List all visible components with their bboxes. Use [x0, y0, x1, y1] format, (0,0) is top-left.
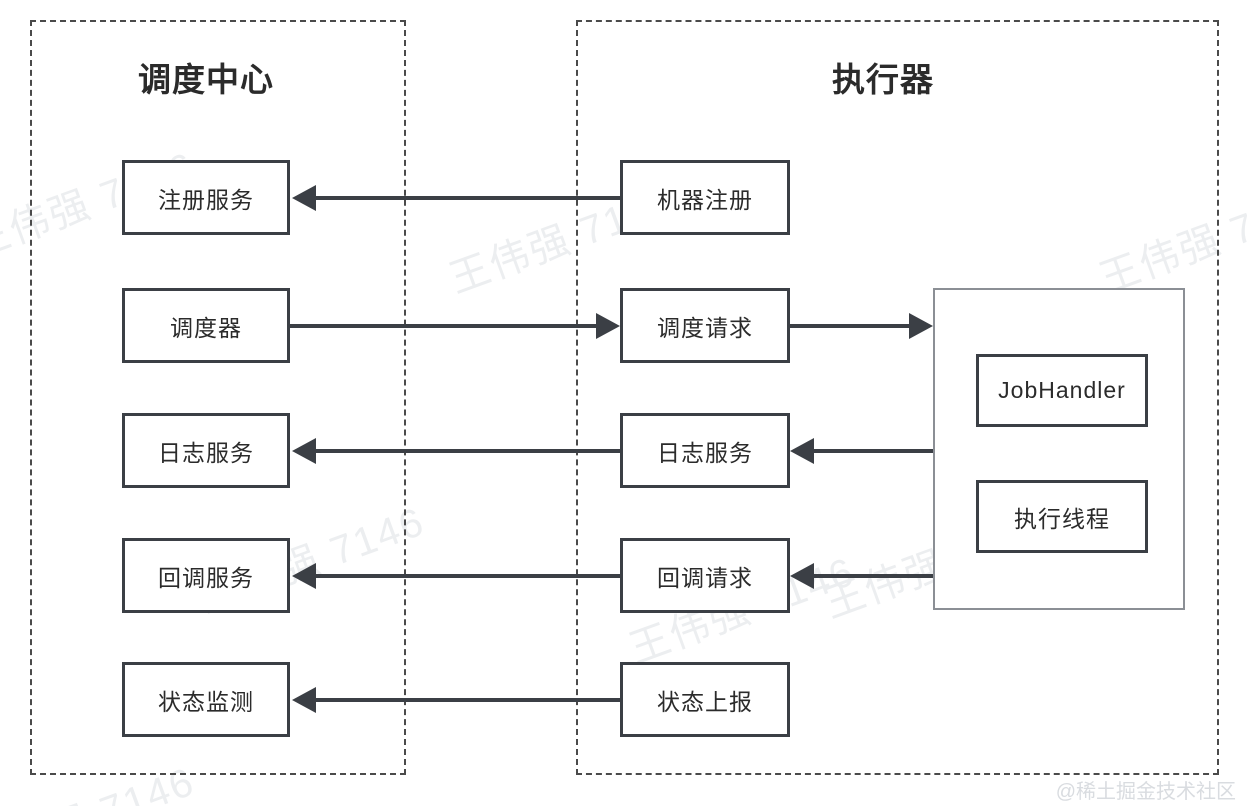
- node-register-service[interactable]: 注册服务: [122, 160, 290, 235]
- watermark-corner-label: @稀土掘金技术社区: [1055, 781, 1236, 803]
- arrowhead-log-service: [292, 438, 316, 464]
- node-job-handler[interactable]: JobHandler: [976, 354, 1148, 427]
- edge-runtime-to-callback-request: [812, 574, 935, 578]
- node-log-service-label: 日志服务: [158, 439, 254, 466]
- node-schedule-request-label: 调度请求: [657, 314, 753, 341]
- node-log-service-exec[interactable]: 日志服务: [620, 413, 790, 488]
- node-callback-service-label: 回调服务: [158, 564, 254, 591]
- node-callback-request[interactable]: 回调请求: [620, 538, 790, 613]
- node-schedule-request[interactable]: 调度请求: [620, 288, 790, 363]
- node-execution-thread-label: 执行线程: [1014, 505, 1110, 532]
- edge-runtime-to-log-service-exec: [812, 449, 935, 453]
- node-log-service[interactable]: 日志服务: [122, 413, 290, 488]
- node-scheduler-label: 调度器: [170, 314, 242, 341]
- node-callback-request-label: 回调请求: [657, 564, 753, 591]
- edge-callback-request-to-callback-service: [314, 574, 620, 578]
- arrowhead-status-monitor: [292, 687, 316, 713]
- executor-zone: [576, 20, 1219, 775]
- arrowhead-log-service-exec: [790, 438, 814, 464]
- arrowhead-register-service: [292, 185, 316, 211]
- arrowhead-callback-request: [790, 563, 814, 589]
- node-machine-register[interactable]: 机器注册: [620, 160, 790, 235]
- node-machine-register-label: 机器注册: [657, 186, 753, 213]
- scheduler-zone-title: 调度中心: [138, 61, 274, 98]
- edge-log-service-exec-to-log-service: [314, 449, 620, 453]
- edge-scheduler-to-schedule-request: [290, 324, 596, 328]
- executor-runtime-container: JobHandler 执行线程: [933, 288, 1185, 610]
- node-execution-thread[interactable]: 执行线程: [976, 480, 1148, 553]
- node-status-monitor[interactable]: 状态监测: [122, 662, 290, 737]
- edge-machine-register-to-register-service: [314, 196, 620, 200]
- arrowhead-runtime-entry: [909, 313, 933, 339]
- node-scheduler[interactable]: 调度器: [122, 288, 290, 363]
- scheduler-zone: [30, 20, 406, 775]
- edge-schedule-request-to-runtime: [790, 324, 909, 328]
- node-status-report[interactable]: 状态上报: [620, 662, 790, 737]
- executor-zone-title: 执行器: [832, 61, 934, 98]
- node-status-monitor-label: 状态监测: [158, 688, 254, 715]
- node-job-handler-label: JobHandler: [998, 377, 1126, 403]
- arrowhead-callback-service: [292, 563, 316, 589]
- node-log-service-exec-label: 日志服务: [657, 439, 753, 466]
- watermark-text: 王伟强 7146: [560, 799, 802, 806]
- node-status-report-label: 状态上报: [657, 688, 753, 715]
- edge-status-report-to-status-monitor: [314, 698, 620, 702]
- node-callback-service[interactable]: 回调服务: [122, 538, 290, 613]
- node-register-service-label: 注册服务: [158, 186, 254, 213]
- arrowhead-schedule-request: [596, 313, 620, 339]
